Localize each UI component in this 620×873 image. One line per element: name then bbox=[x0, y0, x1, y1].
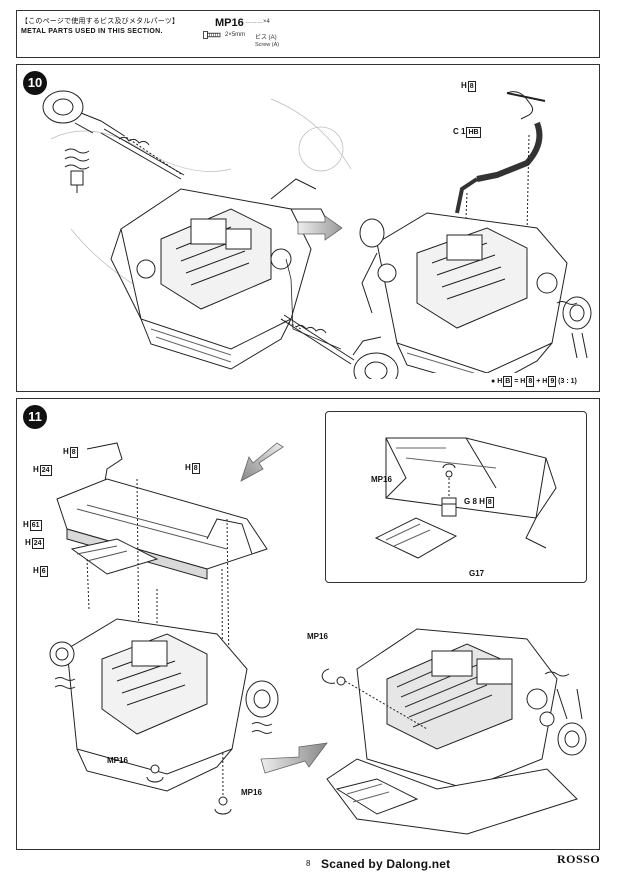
metal-parts-header: 【このページで使用するビス及びメタルパーツ】 METAL PARTS USED … bbox=[16, 10, 600, 58]
engine-exhaust-illustration bbox=[359, 91, 592, 373]
step-10-panel: 10 bbox=[16, 64, 600, 392]
subframe-detail-illustration bbox=[374, 437, 557, 559]
engine-driveshaft-illustration bbox=[42, 90, 399, 379]
inset-label-g17: G17 bbox=[469, 569, 485, 578]
brand-logo: ROSSO bbox=[557, 852, 601, 866]
screw-name-jp: ビス (A) bbox=[255, 35, 277, 41]
screw-name-en: Screw (A) bbox=[255, 42, 280, 48]
right-arrow-icon bbox=[297, 215, 343, 241]
page-number: 8 bbox=[306, 859, 311, 868]
label-mp16-right: MP16 bbox=[307, 632, 328, 641]
step-11-panel: 11 bbox=[16, 398, 600, 850]
chassis-engine-assembled-illustration bbox=[321, 628, 587, 835]
step-number: 10 bbox=[23, 71, 47, 95]
label-mp16-left-1: MP16 bbox=[107, 756, 128, 765]
label-mp16-left-2: MP16 bbox=[241, 788, 262, 797]
screw-icon bbox=[203, 31, 221, 39]
screw-quantity: ………×4 bbox=[245, 19, 270, 25]
screw-code: MP16 bbox=[215, 17, 244, 29]
screw-size: 2×5mm bbox=[225, 32, 246, 38]
header-jp-title: 【このページで使用するビス及びメタルパーツ】 bbox=[21, 18, 180, 25]
inset-label-mp16: MP16 bbox=[371, 475, 392, 484]
header-en-title: METAL PARTS USED IN THIS SECTION. bbox=[21, 28, 163, 35]
scan-credit: Scaned by Dalong.net bbox=[321, 857, 451, 871]
subframe-engine-illustration bbox=[49, 442, 279, 815]
curved-right-arrow-icon bbox=[260, 742, 328, 774]
step-number: 11 bbox=[23, 405, 47, 429]
down-left-arrow-icon bbox=[240, 442, 284, 482]
